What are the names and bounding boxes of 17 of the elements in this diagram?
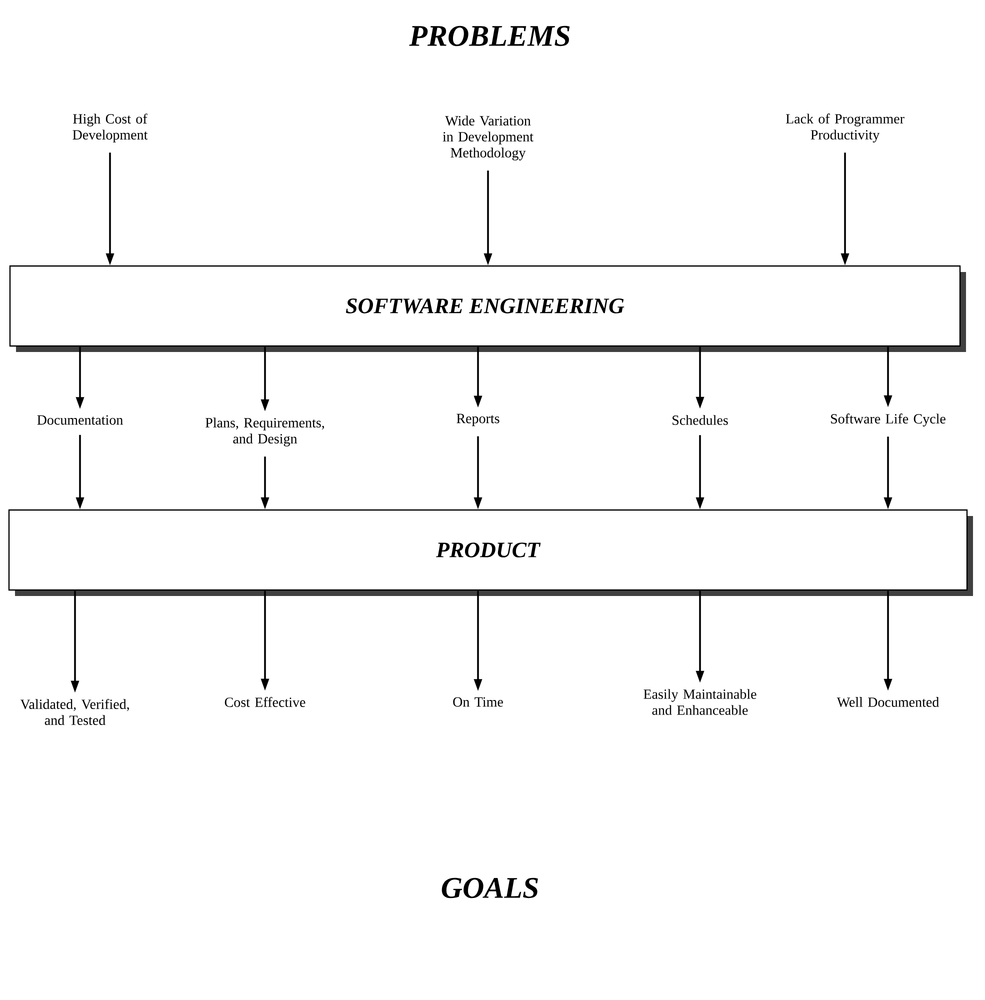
label-text: Easily Maintainable and Enhanceable: [644, 689, 756, 715]
label-text: Wide Variation in Development Methodology: [442, 116, 534, 160]
label-text: Reports: [456, 414, 500, 426]
label-text: Software Life Cycle: [831, 414, 946, 426]
label-text: Schedules: [672, 415, 728, 425]
title: PROBLEMS: [409, 26, 570, 46]
label-text: GOALS: [442, 878, 538, 898]
label-text: Well Documented: [836, 697, 939, 707]
label-text: High Cost of Development: [72, 114, 148, 142]
label-text: Validated, Verified, and Tested: [20, 699, 129, 725]
label-text: Lack of Programmer Productivity: [786, 114, 904, 142]
label-text: Cost Effective: [224, 697, 306, 707]
label-text: Documentation: [37, 415, 123, 425]
label-text: Plans, Requirements, and Design: [206, 418, 324, 446]
label-text: On Time: [453, 697, 503, 707]
process-box: PRODUCT: [8, 509, 974, 596]
process-box: SOFTWARE ENGINEERING: [9, 265, 966, 352]
